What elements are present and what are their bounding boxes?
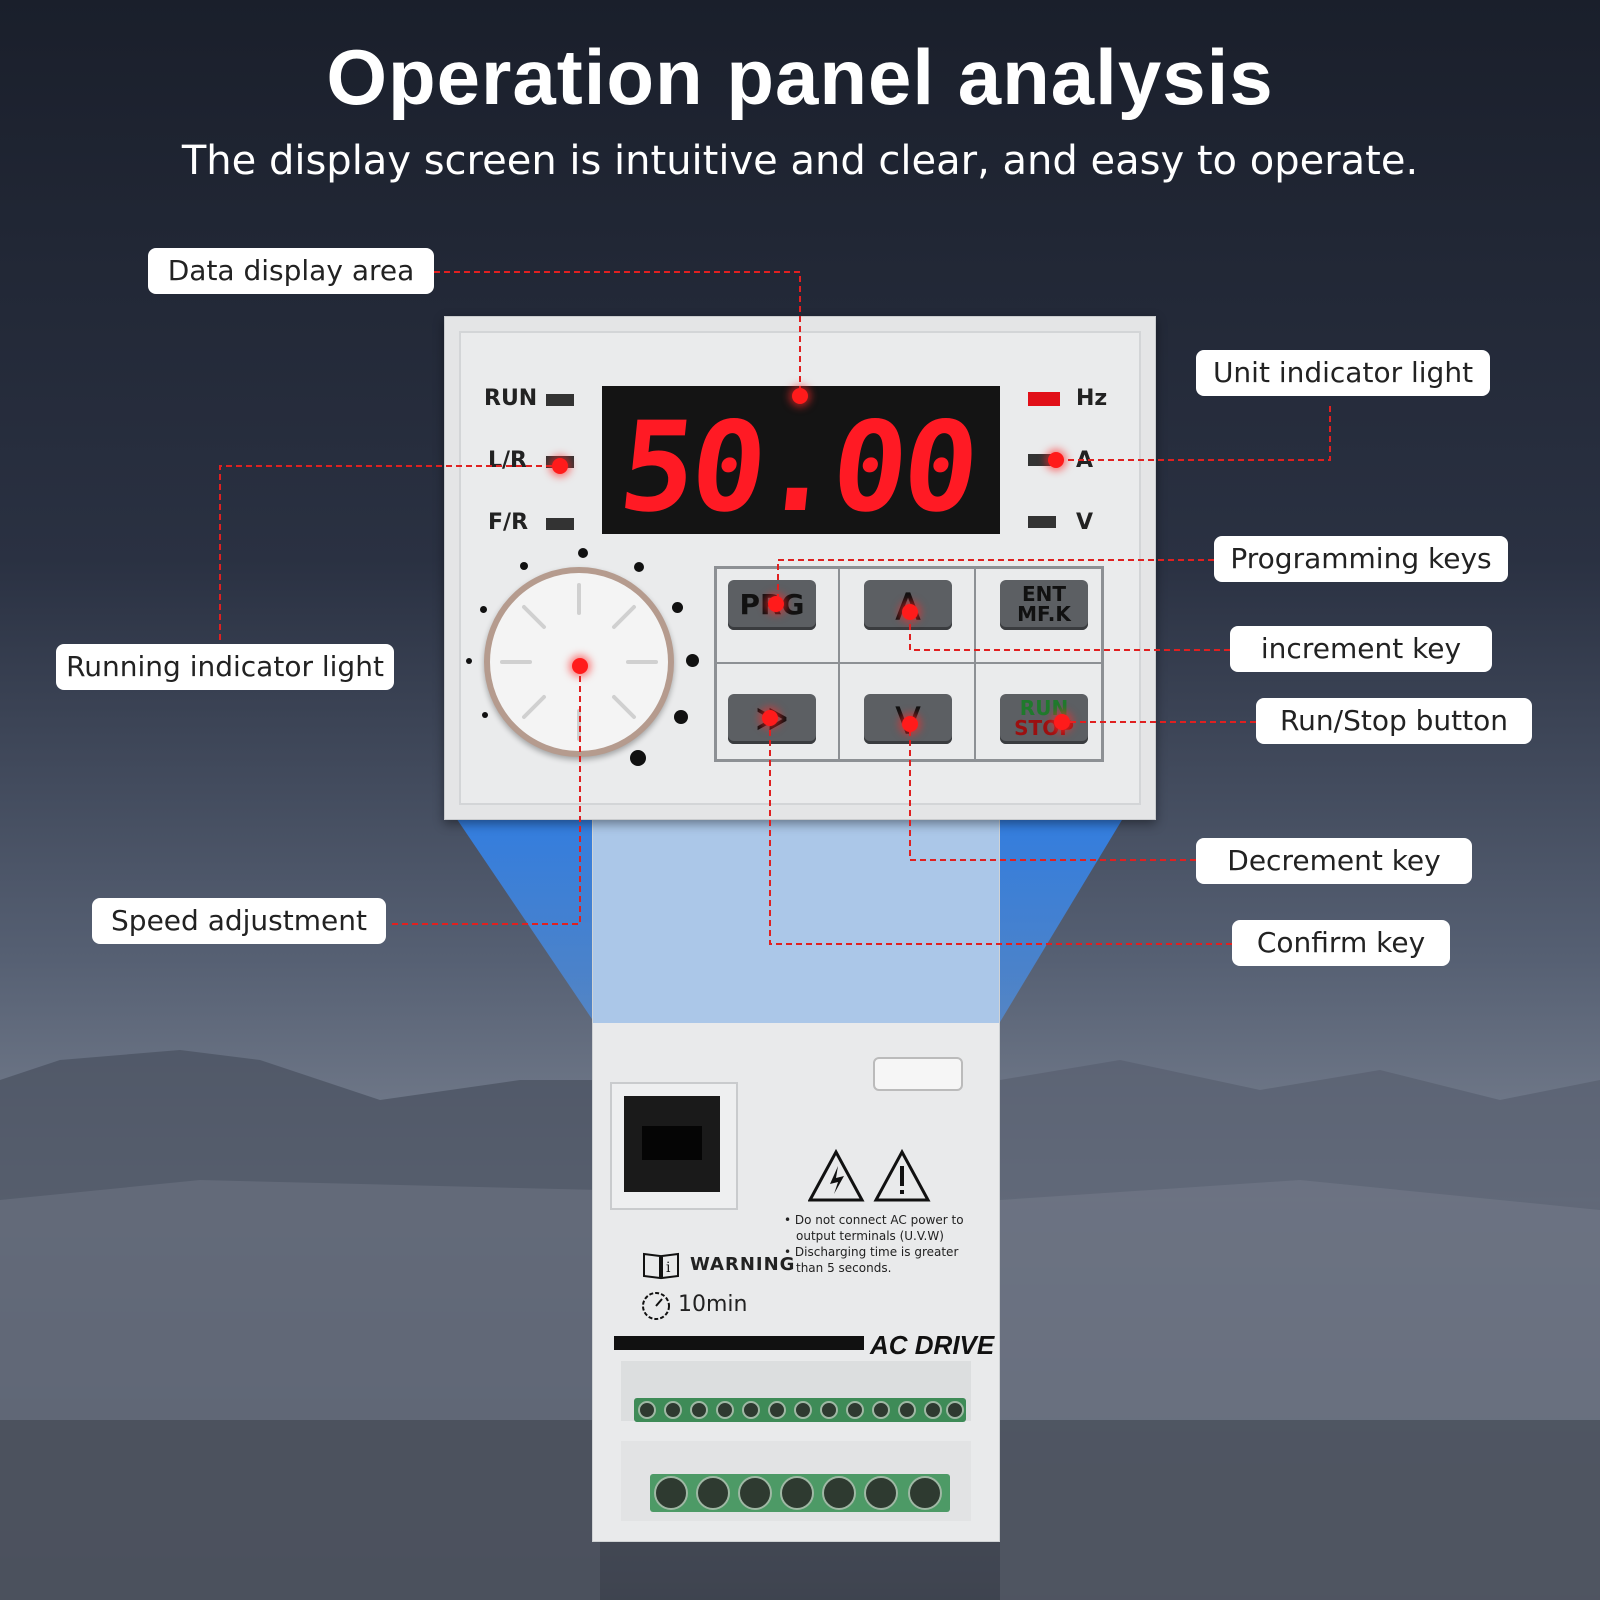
callout-programming-keys: Programming keys <box>1214 536 1508 582</box>
rj45-port[interactable] <box>624 1096 720 1192</box>
marker-dot <box>902 716 918 732</box>
marker-dot <box>1048 452 1064 468</box>
marker-dot <box>792 388 808 404</box>
ent-mfk-key[interactable]: ENT MF.K <box>1000 580 1088 630</box>
hz-indicator-led <box>1028 392 1060 406</box>
discharge-time: 10min <box>678 1292 748 1317</box>
run-indicator-led <box>546 394 574 406</box>
fr-indicator-label: F/R <box>488 510 529 535</box>
run-stop-key[interactable]: RUN STOP <box>1000 694 1088 744</box>
lower-display-reflection <box>593 801 999 1023</box>
manual-info-icon: i <box>643 1252 679 1280</box>
brand-stripe <box>614 1336 864 1350</box>
brand-label: AC DRIVE <box>870 1330 995 1360</box>
marker-dot <box>1054 714 1070 730</box>
callout-unit-indicator: Unit indicator light <box>1196 350 1490 396</box>
hz-unit-label: Hz <box>1076 386 1108 411</box>
power-terminal-strip <box>650 1474 950 1512</box>
knob-scale-dot <box>578 548 588 558</box>
warning-notes: • Do not connect AC power to output term… <box>784 1213 964 1275</box>
knob-scale-dot <box>630 750 646 766</box>
knob-scale-dot <box>466 658 472 664</box>
knob-scale-dot <box>672 602 683 613</box>
knob-scale-dot <box>674 710 688 724</box>
svg-text:i: i <box>666 1260 671 1276</box>
control-terminal-strip <box>634 1398 966 1422</box>
page-subtitle: The display screen is intuitive and clea… <box>181 138 1419 184</box>
a-unit-label: A <box>1076 448 1094 473</box>
v-indicator-led <box>1028 516 1056 528</box>
callout-run-stop: Run/Stop button <box>1256 698 1532 744</box>
data-display: 50.00 <box>602 386 1000 540</box>
warning-triangle-icons <box>808 1148 931 1202</box>
page-title: Operation panel analysis <box>326 33 1274 121</box>
marker-dot <box>902 604 918 620</box>
timer-icon <box>642 1292 670 1320</box>
callout-running-indicator: Running indicator light <box>56 644 394 690</box>
marker-dot <box>768 596 784 612</box>
run-indicator-label: RUN <box>484 386 538 411</box>
callout-data-display: Data display area <box>148 248 434 294</box>
knob-scale-dot <box>686 654 699 667</box>
knob-scale-dot <box>480 606 487 613</box>
callout-speed-adjustment: Speed adjustment <box>92 898 386 944</box>
knob-scale-dot <box>634 562 644 572</box>
display-value: 50.00 <box>613 396 982 540</box>
lr-indicator-label: L/R <box>488 448 527 473</box>
marker-dot <box>572 658 588 674</box>
knob-scale-dot <box>482 712 488 718</box>
marker-dot <box>552 458 568 474</box>
label-slot <box>873 1057 963 1091</box>
marker-dot <box>762 710 778 726</box>
callout-decrement-key: Decrement key <box>1196 838 1472 884</box>
knob-scale-dot <box>520 562 528 570</box>
warning-label: WARNING <box>690 1254 796 1275</box>
callout-increment-key: increment key <box>1230 626 1492 672</box>
fr-indicator-led <box>546 518 574 530</box>
callout-confirm-key: Confirm key <box>1232 920 1450 966</box>
v-unit-label: V <box>1076 510 1094 535</box>
